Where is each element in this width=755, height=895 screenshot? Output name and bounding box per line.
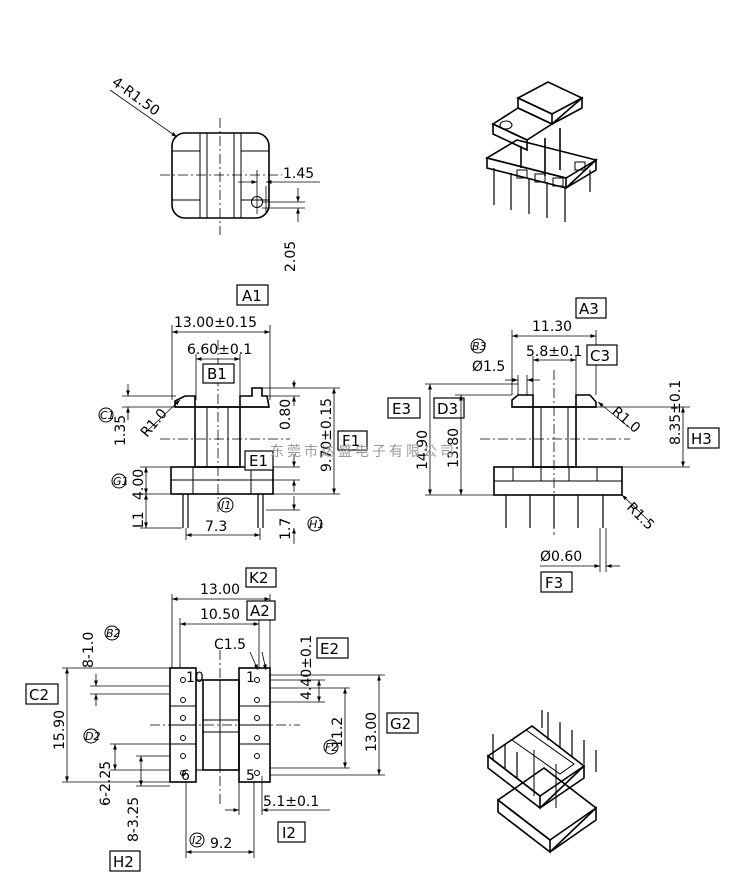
label-c3: C3 [590,347,610,365]
badge-d2: D2 [85,730,100,743]
label-g2: G2 [390,715,411,733]
label-c2: C2 [29,686,49,704]
badge-h1: H1 [309,518,324,531]
badge-i1: I1 [221,499,231,512]
dim-pitch: 5.1±0.1 [263,794,319,810]
dim-height: 9.70±0.15 [319,398,335,472]
dim-width-total: 13.00±0.15 [174,315,257,331]
pin-5: 5 [246,768,255,784]
dim-chamfer: C1.5 [214,637,246,653]
dim-1-7: 1.7 [278,518,294,540]
badge-f2: F2 [325,741,338,754]
label-e1: E1 [249,452,268,470]
dim-span: 9.2 [210,836,232,852]
label-k2: K2 [249,569,268,587]
label-e2: E2 [320,640,339,658]
top-view: 4-R1.50 1.45 2.05 [109,74,320,272]
dim-radius: R1.0 [138,406,171,441]
pin-6: 6 [181,768,190,784]
isometric-view-bottom [486,710,598,854]
dim-total-height: 14.90 [415,430,431,470]
front-view: A1 13.00±0.15 6.60±0.1 B1 C1 R1.0 1.35 0… [98,284,368,544]
dim-pin-row: 4.40±0.1 [299,635,315,700]
badge-g1: G1 [113,475,129,488]
label-i2: I2 [282,824,296,842]
dim-outer-height: 13.00 [364,712,380,752]
dim-hole: Ø1.5 [472,359,505,375]
dim-6-2-25: 6-2.25 [98,761,114,806]
dim-width-total: 13.00 [200,582,240,598]
dim-slot: 5.8±0.1 [526,344,582,360]
label-e3: E3 [392,400,411,418]
isometric-view-top [484,81,599,222]
pin-1: 1 [246,670,255,686]
dim-2-05: 2.05 [283,241,299,272]
label-h2: H2 [113,853,134,871]
dim-width-inner: 6.60±0.1 [187,342,252,358]
label-a1: A1 [242,287,262,305]
dim-1-45: 1.45 [283,166,314,182]
badge-i2: I2 [192,834,202,847]
corner-radius-label: 4-R1.50 [109,74,163,119]
label-a2: A2 [250,602,270,620]
dim-pitch: 7.3 [205,519,227,535]
dim-body-height: 13.80 [446,428,462,468]
dim-slots: 8-1.0 [81,632,97,668]
badge-b3: B3 [472,340,487,353]
label-f1: F1 [342,432,360,450]
label-h3: H3 [691,430,712,448]
label-b1: B1 [207,365,227,383]
label-a3: A3 [579,300,599,318]
dim-radius-r15: R1.5 [623,500,657,534]
badge-b2: B2 [106,627,121,640]
bottom-view: 10 1 6 5 13.00 K2 10.50 A2 C1.5 8-1.0 B2… [25,567,419,872]
dim-width-inner: 10.50 [200,607,240,623]
badge-c1: C1 [100,409,115,422]
label-f3: F3 [545,574,563,592]
dim-height: 15.90 [52,710,68,750]
dim-0-80: 0.80 [278,399,294,430]
dim-l1: L1 [131,511,147,528]
dim-width: 11.30 [532,319,572,335]
dim-8-3-25: 8-3.25 [126,797,142,842]
dim-4-00: 4.00 [131,469,147,500]
dim-radius-r1: R1.0 [608,404,643,437]
watermark: 东莞市达盛电子有限公司 [270,443,457,460]
dim-1-35: 1.35 [113,415,129,446]
dim-inner-height: 11.2 [330,717,346,748]
pin-10: 10 [186,670,204,686]
dim-top-height: 8.35±0.1 [668,380,684,445]
label-d3: D3 [437,400,458,418]
dim-pin-diameter: Ø0.60 [540,549,582,565]
